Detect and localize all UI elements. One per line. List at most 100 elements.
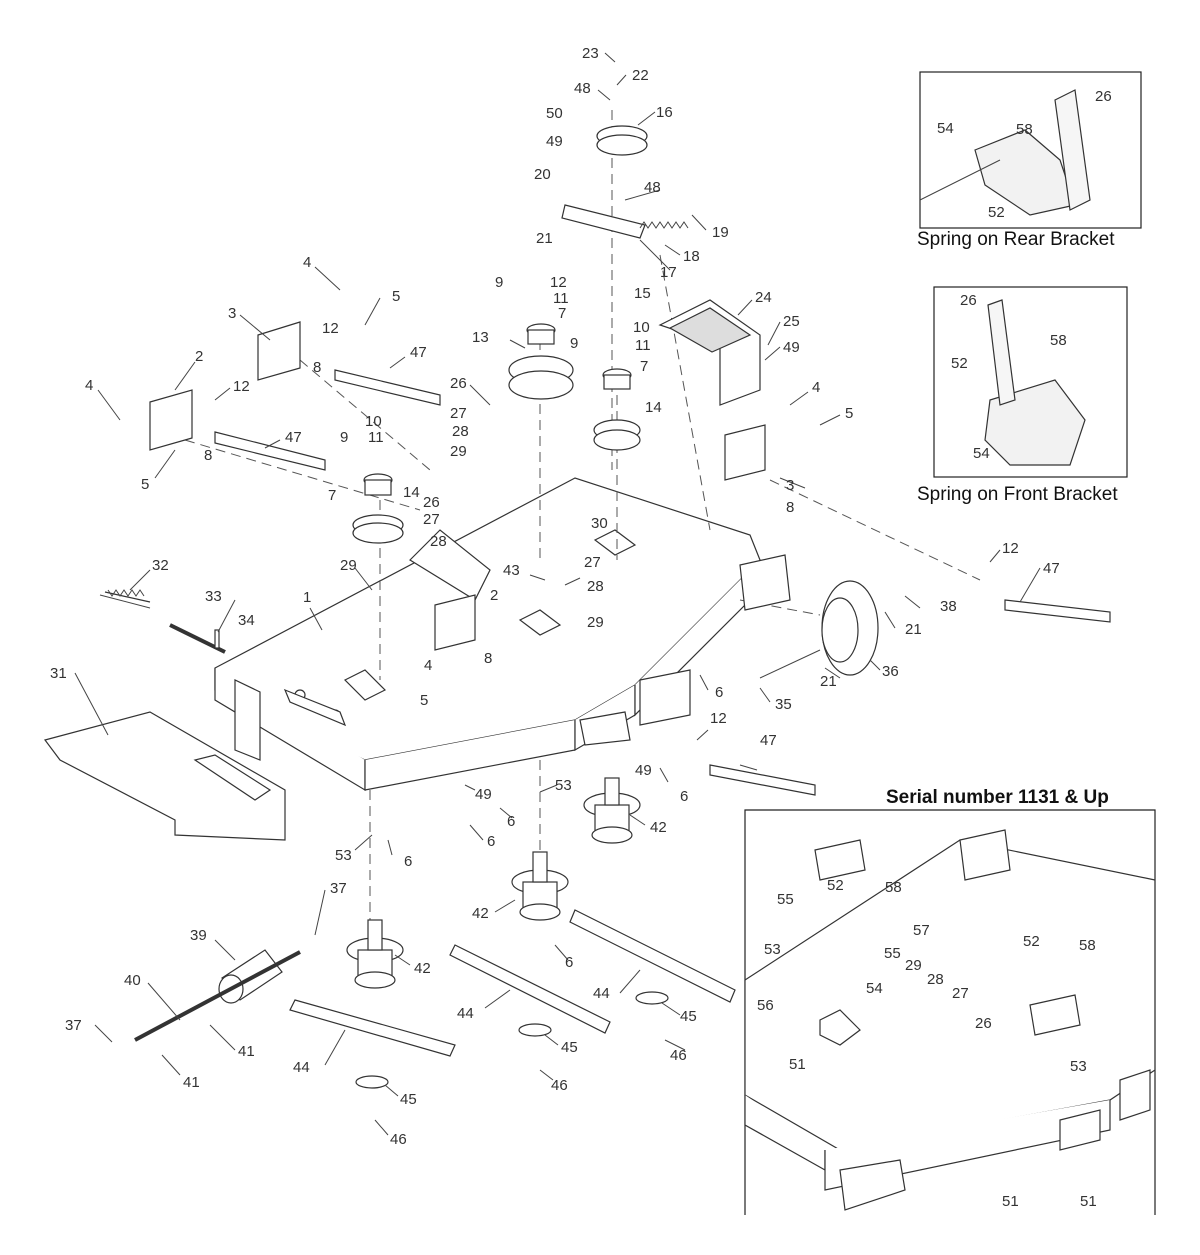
serial-inset-callout-52: 52 (1023, 933, 1040, 950)
callout-35: 35 (775, 696, 792, 713)
inset-serial-number (744, 809, 1156, 1215)
callout-9: 9 (340, 429, 348, 446)
spindle-assemblies (346, 777, 641, 989)
callout-labels: 23 22 48 16 50 49 20 48 19 21 18 17 15 2… (50, 45, 1112, 1210)
callout-38: 38 (940, 598, 957, 615)
callout-27: 27 (423, 511, 440, 528)
callout-11: 11 (635, 337, 651, 354)
callout-42: 42 (414, 960, 431, 977)
callout-22: 22 (632, 67, 649, 84)
front-bracket-caption: Spring on Front Bracket (917, 484, 1118, 505)
callout-4: 4 (85, 377, 93, 394)
callout-49: 49 (546, 133, 563, 150)
callout-41: 41 (183, 1074, 200, 1091)
callout-12: 12 (1002, 540, 1019, 557)
idler-arm (561, 204, 689, 239)
callout-46: 46 (670, 1047, 687, 1064)
callout-7: 7 (640, 358, 648, 375)
callout-7: 7 (328, 487, 336, 504)
callout-21: 21 (536, 230, 553, 247)
callout-5: 5 (845, 405, 853, 422)
serial-inset-callout-27: 27 (952, 985, 969, 1002)
callout-8: 8 (204, 447, 212, 464)
callout-14: 14 (403, 484, 420, 501)
callout-20: 20 (534, 166, 551, 183)
gauge-wheel (759, 580, 879, 679)
callout-27: 27 (584, 554, 601, 571)
callout-32: 32 (152, 557, 169, 574)
rear-bracket-caption: Spring on Rear Bracket (917, 229, 1115, 250)
callout-44: 44 (457, 1005, 474, 1022)
callout-10: 10 (365, 413, 382, 430)
callout-47: 47 (285, 429, 302, 446)
callout-4: 4 (424, 657, 432, 674)
callout-6: 6 (487, 833, 495, 850)
callout-50: 50 (546, 105, 563, 122)
callout-4: 4 (303, 254, 311, 271)
serial-inset-callout-58: 58 (885, 879, 902, 896)
serial-inset-callout-57: 57 (913, 922, 930, 939)
rear-inset-callout-58: 58 (1016, 121, 1033, 138)
callout-23: 23 (582, 45, 599, 62)
callout-48: 48 (574, 80, 591, 97)
rear-inset-callout-54: 54 (937, 120, 954, 137)
callout-1: 1 (303, 589, 311, 606)
serial-inset-callout-53: 53 (1070, 1058, 1087, 1075)
callout-5: 5 (392, 288, 400, 305)
callout-2: 2 (195, 348, 203, 365)
callout-45: 45 (680, 1008, 697, 1025)
callout-12: 12 (233, 378, 250, 395)
callout-40: 40 (124, 972, 141, 989)
callout-21: 21 (905, 621, 922, 638)
callout-12: 12 (322, 320, 339, 337)
callout-26: 26 (423, 494, 440, 511)
front-inset-callout-26: 26 (960, 292, 977, 309)
serial-inset-callout-29: 29 (905, 957, 922, 974)
callout-9: 9 (570, 335, 578, 352)
rear-inset-callout-52: 52 (988, 204, 1005, 221)
callout-27: 27 (450, 405, 467, 422)
callout-6: 6 (680, 788, 688, 805)
callout-45: 45 (400, 1091, 417, 1108)
serial-inset-callout-54: 54 (866, 980, 883, 997)
front-inset-callout-54: 54 (973, 445, 990, 462)
gauge-wheel-arms (214, 369, 1111, 796)
callout-49: 49 (475, 786, 492, 803)
callout-39: 39 (190, 927, 207, 944)
callout-53: 53 (555, 777, 572, 794)
callout-7: 7 (558, 305, 566, 322)
callout-6: 6 (507, 813, 515, 830)
callout-41: 41 (238, 1043, 255, 1060)
callout-49: 49 (635, 762, 652, 779)
arm-brackets (149, 321, 791, 746)
callout-8: 8 (484, 650, 492, 667)
callout-49: 49 (783, 339, 800, 356)
callout-6: 6 (404, 853, 412, 870)
callout-8: 8 (313, 359, 321, 376)
callout-34: 34 (238, 612, 255, 629)
callout-21: 21 (820, 673, 837, 690)
serial-inset-callout-52: 52 (827, 877, 844, 894)
callout-leader-lines (74, 52, 1041, 1136)
callout-8: 8 (786, 499, 794, 516)
cutter-blades (289, 909, 736, 1089)
serial-inset-callout-51: 51 (1002, 1193, 1019, 1210)
callout-42: 42 (650, 819, 667, 836)
callout-29: 29 (340, 557, 357, 574)
serial-inset-callout-26: 26 (975, 1015, 992, 1032)
callout-28: 28 (430, 533, 447, 550)
callout-45: 45 (561, 1039, 578, 1056)
callout-37: 37 (65, 1017, 82, 1034)
callout-12: 12 (550, 274, 567, 291)
callout-5: 5 (420, 692, 428, 709)
callout-44: 44 (593, 985, 610, 1002)
callout-46: 46 (390, 1131, 407, 1148)
serial-inset-callout-55: 55 (884, 945, 901, 962)
callout-24: 24 (755, 289, 772, 306)
callout-6: 6 (565, 954, 573, 971)
serial-inset-callout-28: 28 (927, 971, 944, 988)
callout-19: 19 (712, 224, 729, 241)
anti-scalp-roller (134, 949, 301, 1042)
callout-18: 18 (683, 248, 700, 265)
